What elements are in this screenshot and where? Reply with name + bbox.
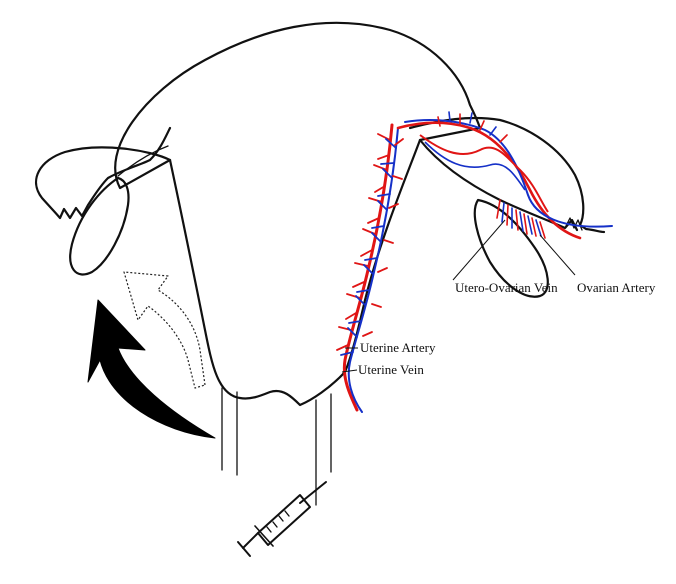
right-fimbria (565, 217, 583, 231)
uterine-artery-vessel (342, 123, 394, 412)
curved-arrow-icon (87, 299, 216, 439)
right-tube-lower (418, 138, 579, 232)
dashed-arrow-icon (123, 271, 206, 389)
left-tube-outline (35, 126, 172, 220)
uterine-branches (336, 133, 404, 356)
ovarian-branches (437, 111, 546, 239)
label-uterine-artery: Uterine Artery (360, 340, 436, 355)
tube-red-wave (419, 134, 549, 213)
left-tube-inner (117, 145, 169, 177)
label-ovarian-artery: Ovarian Artery (577, 280, 656, 295)
utero-ovarian-vein-vessel (404, 119, 613, 228)
right-ovary (473, 198, 549, 298)
label-uterine-vein: Uterine Vein (358, 362, 424, 377)
uterus-outline (114, 21, 482, 407)
leader-ovarian-artery (539, 234, 576, 276)
label-utero-ovarian-vein: Utero-Ovarian Vein (455, 280, 558, 295)
right-tube-outline (408, 116, 606, 234)
syringe-icon (237, 481, 327, 557)
uterine-vein-vessel (347, 127, 399, 413)
left-ovary (69, 176, 130, 276)
tube-blue-wave (424, 141, 526, 191)
leader-uterine-vein (341, 369, 358, 373)
leader-utero-ovarian-vein (452, 219, 506, 281)
